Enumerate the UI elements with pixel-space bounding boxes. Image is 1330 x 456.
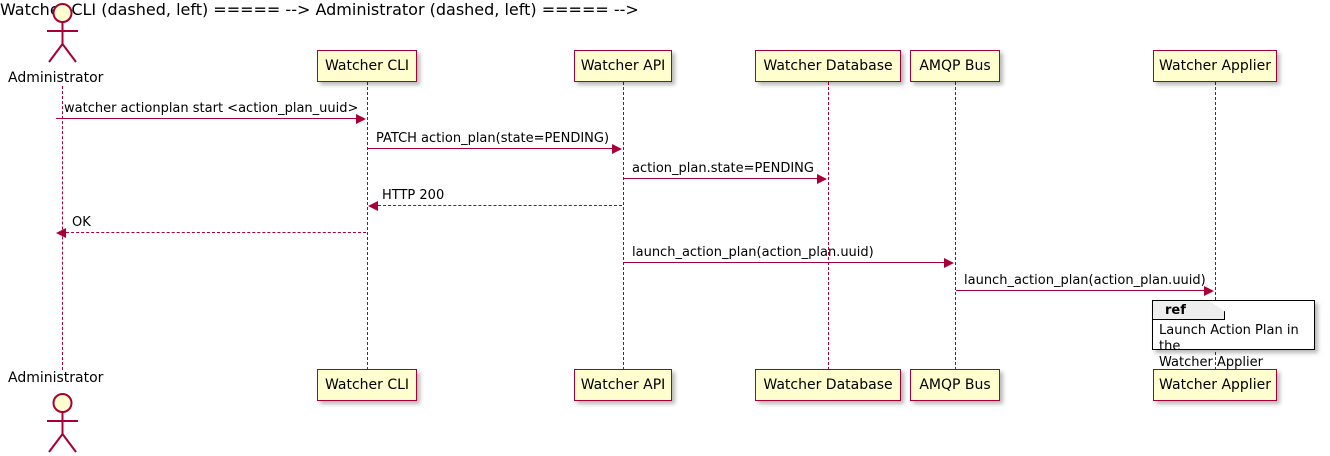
lifeline-watcher-applier xyxy=(1215,82,1216,370)
message-line-3 xyxy=(624,178,817,179)
message-arrowhead-3 xyxy=(817,173,827,184)
lifeline-watcher-cli xyxy=(367,82,368,370)
ref-fragment-box[interactable]: ref Launch Action Plan in the Watcher Ap… xyxy=(1152,300,1315,370)
message-arrowhead-5 xyxy=(56,227,66,238)
message-label-2: PATCH action_plan(state=PENDING) xyxy=(376,131,610,146)
message-line-7 xyxy=(956,290,1204,291)
actor-label-administrator-top: Administrator xyxy=(8,70,104,86)
actor-figure-icon xyxy=(47,3,78,63)
message-line-5 xyxy=(66,232,366,233)
participant-box-watcher-database-bottom[interactable]: Watcher Database xyxy=(755,369,901,401)
actor-figure-icon xyxy=(47,393,78,453)
message-line-1 xyxy=(56,118,356,119)
message-arrowhead-6 xyxy=(944,257,954,268)
ref-fragment-tab-label: ref xyxy=(1165,302,1186,318)
message-line-2 xyxy=(368,148,612,149)
message-line-6 xyxy=(624,262,944,263)
message-arrowhead-1 xyxy=(356,113,366,124)
message-arrowhead-2 xyxy=(612,143,622,154)
participant-box-watcher-database-top[interactable]: Watcher Database xyxy=(755,50,901,82)
message-label-7: launch_action_plan(action_plan.uuid) xyxy=(964,273,1206,288)
ref-fragment-tab: ref xyxy=(1153,301,1225,320)
participant-box-watcher-api-bottom[interactable]: Watcher API xyxy=(574,369,672,401)
message-label-3: action_plan.state=PENDING xyxy=(632,161,814,176)
lifeline-watcher-api xyxy=(623,82,624,370)
lifeline-amqp-bus xyxy=(955,82,956,370)
message-label-5: OK xyxy=(72,215,91,230)
lifeline-watcher-database xyxy=(828,82,829,370)
actor-administrator-top xyxy=(40,2,85,68)
participant-box-amqp-bus-top[interactable]: AMQP Bus xyxy=(910,50,1000,82)
message-label-6: launch_action_plan(action_plan.uuid) xyxy=(632,245,874,260)
message-line-4 xyxy=(378,205,622,206)
actor-label-administrator-bottom: Administrator xyxy=(8,370,104,386)
participant-box-watcher-applier-bottom[interactable]: Watcher Applier xyxy=(1153,369,1277,401)
participant-box-watcher-api-top[interactable]: Watcher API xyxy=(574,50,672,82)
ref-fragment-body-text: Launch Action Plan in the Watcher Applie… xyxy=(1159,323,1299,370)
participant-box-watcher-applier-top[interactable]: Watcher Applier xyxy=(1153,50,1277,82)
message-arrowhead-4 xyxy=(368,200,378,211)
participant-box-watcher-cli-bottom[interactable]: Watcher CLI xyxy=(317,369,417,401)
participant-box-watcher-cli-top[interactable]: Watcher CLI xyxy=(317,50,417,82)
participant-box-amqp-bus-bottom[interactable]: AMQP Bus xyxy=(910,369,1000,401)
message-arrowhead-7 xyxy=(1204,285,1214,296)
message-label-1: watcher actionplan start <action_plan_uu… xyxy=(64,101,359,116)
message-label-4: HTTP 200 xyxy=(382,188,445,203)
actor-administrator-bottom xyxy=(40,392,85,456)
